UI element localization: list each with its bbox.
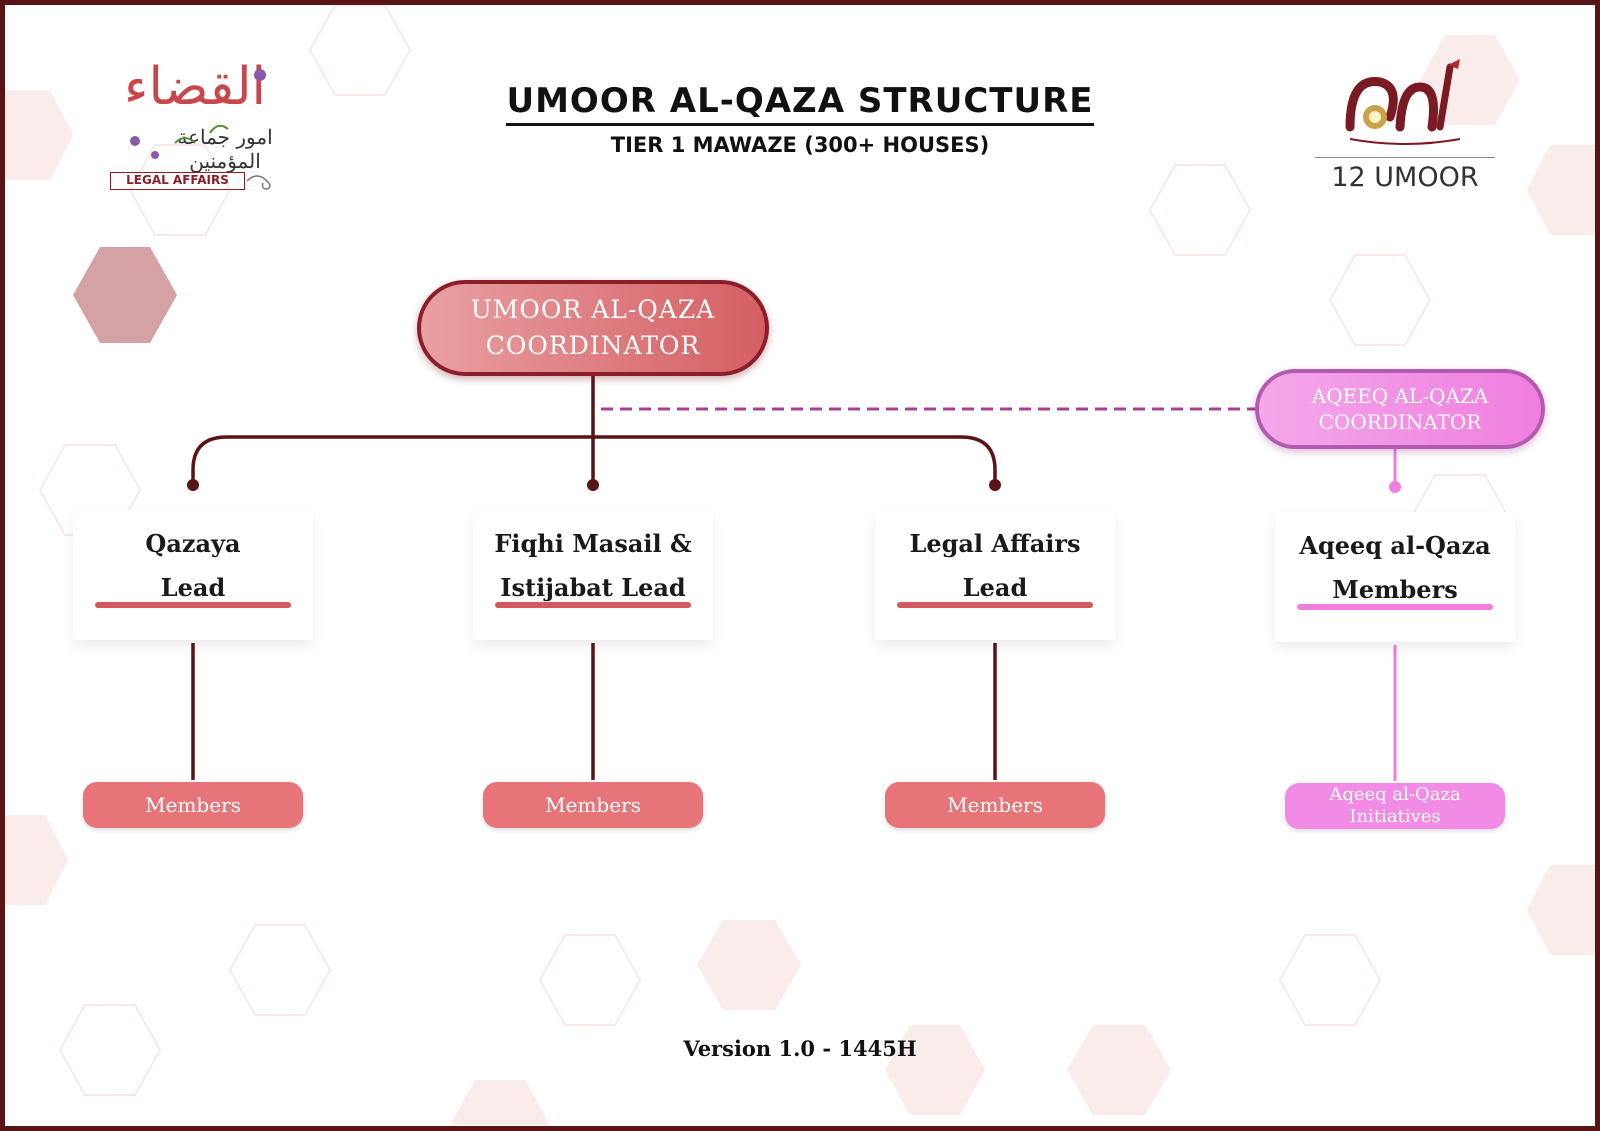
members-box-qazaya: Members bbox=[83, 782, 303, 828]
branch-dot-1 bbox=[187, 479, 199, 491]
flower-ornament-icon bbox=[130, 69, 266, 159]
lead-card-qazaya: Qazaya Lead bbox=[73, 510, 313, 640]
members-box-legal: Members bbox=[885, 782, 1105, 828]
aqeeq-al-qaza-coordinator-node: AQEEQ AL-QAZA COORDINATOR bbox=[1255, 369, 1545, 449]
logo-legal-affairs-tag: LEGAL AFFAIRS bbox=[110, 172, 245, 190]
dark-hexagon bbox=[73, 247, 177, 343]
lead-label: Fiqhi Masail & Istijabat Lead bbox=[494, 529, 692, 602]
lead-card-fiqhi-masail: Fiqhi Masail & Istijabat Lead bbox=[473, 510, 713, 640]
lead-underline bbox=[95, 602, 291, 608]
branch-line bbox=[191, 435, 997, 485]
lead-underline bbox=[1297, 604, 1493, 610]
page-subtitle: TIER 1 MAWAZE (300+ HOUSES) bbox=[610, 133, 990, 157]
lead-underline bbox=[495, 602, 691, 608]
umoor-al-qaza-coordinator-node: UMOOR AL-QAZA COORDINATOR bbox=[417, 280, 769, 376]
lead-underline bbox=[897, 602, 1093, 608]
logo-arabic-subtitle: امور جماعة المؤمنين bbox=[177, 125, 273, 173]
hexagon-background bbox=[5, 5, 1595, 1125]
branch-dot-2 bbox=[587, 479, 599, 491]
side-branch-dot bbox=[1389, 481, 1401, 493]
lead-label: Qazaya Lead bbox=[145, 529, 241, 602]
branch-dot-3 bbox=[989, 479, 1001, 491]
logo-12-umoor-label: 12 UMOOR bbox=[1315, 157, 1495, 193]
aqeeq-initiatives-box: Aqeeq al-Qaza Initiatives bbox=[1285, 783, 1505, 829]
logo-arabic-title: القضاء bbox=[124, 57, 266, 117]
connector-lines bbox=[187, 376, 1401, 781]
lead-label: Legal Affairs Lead bbox=[909, 529, 1081, 602]
lead-card-aqeeq-members: Aqeeq al-Qaza Members bbox=[1275, 512, 1515, 642]
version-footer: Version 1.0 - 1445H bbox=[683, 1036, 917, 1061]
page-title: UMOOR AL-QAZA STRUCTURE bbox=[5, 81, 1595, 126]
12-umoor-crest-icon bbox=[1345, 59, 1461, 145]
swirl-ornament-icon bbox=[246, 175, 271, 190]
lead-card-legal-affairs: Legal Affairs Lead bbox=[875, 510, 1115, 640]
members-box-fiqhi: Members bbox=[483, 782, 703, 828]
lead-label: Aqeeq al-Qaza Members bbox=[1299, 531, 1491, 604]
